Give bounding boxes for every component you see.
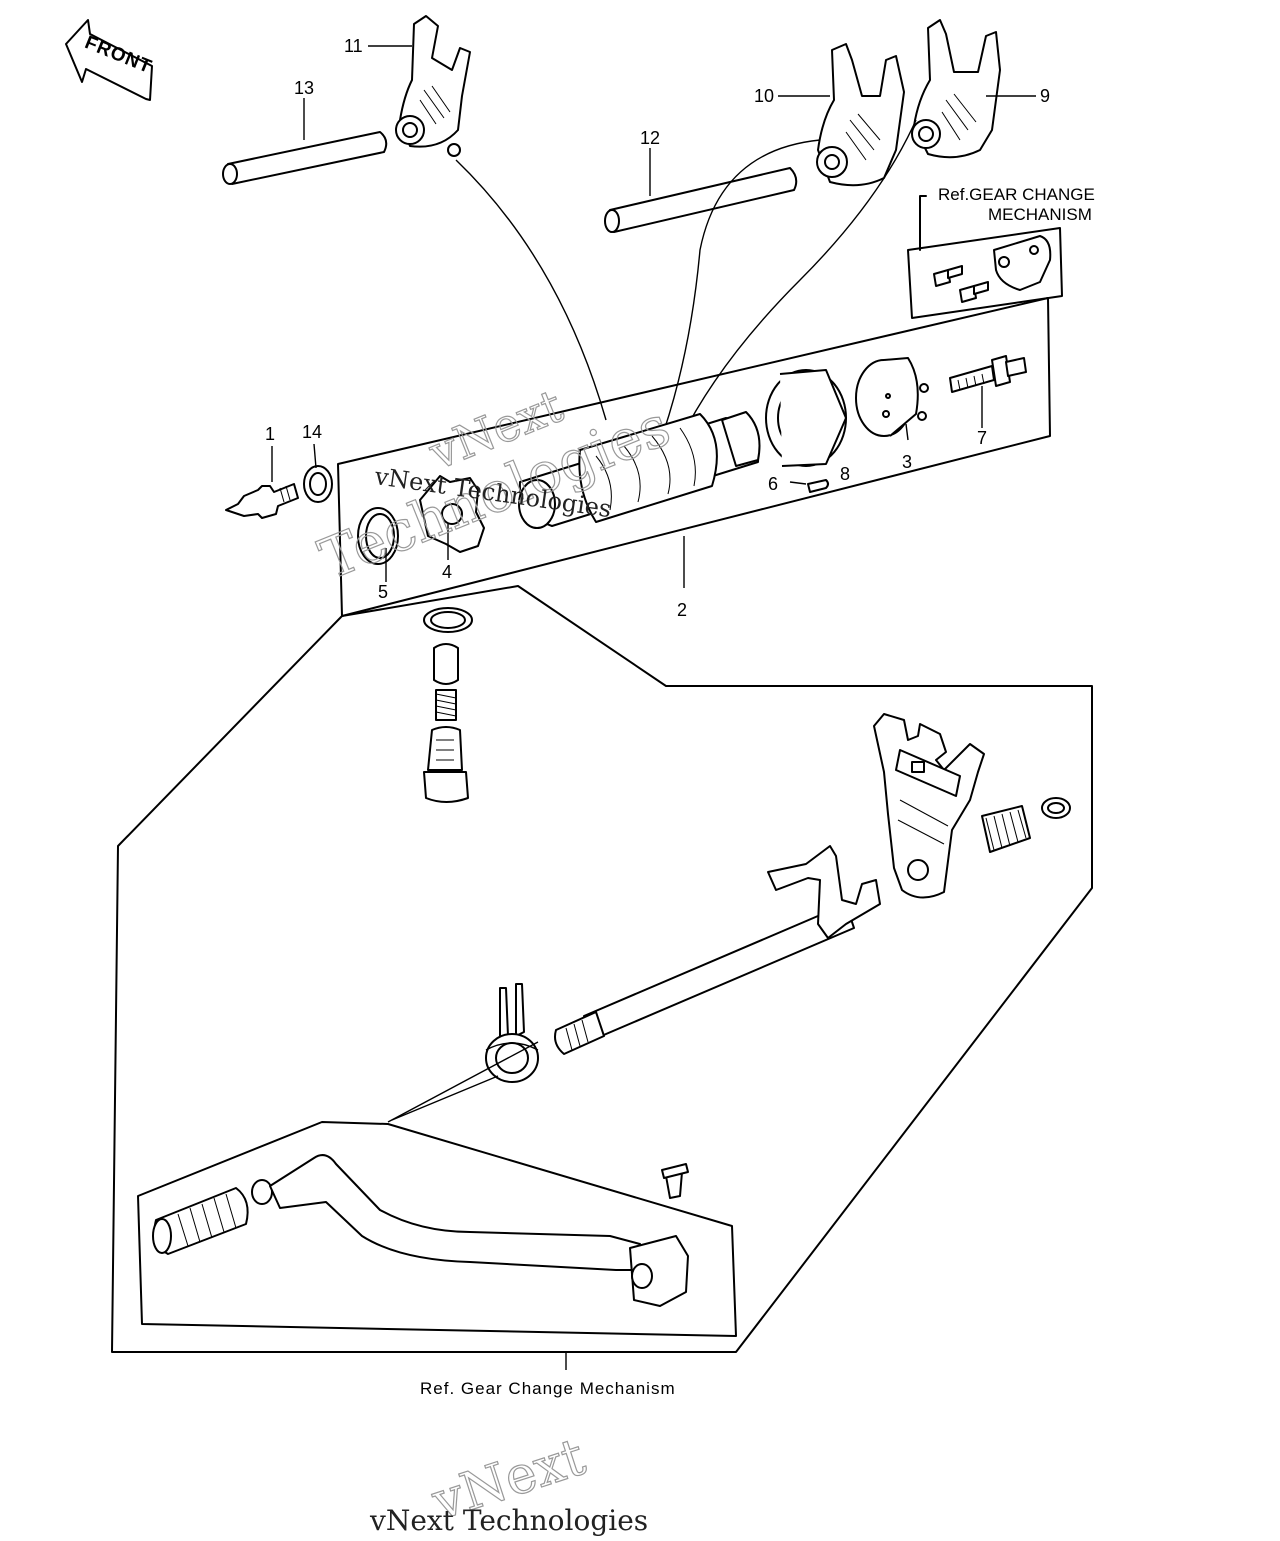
- fork-shaft-12: [604, 167, 798, 233]
- assembly-box-2: [337, 297, 1051, 617]
- callout-6: 6: [768, 474, 778, 494]
- callout-1: 1: [265, 424, 275, 444]
- return-spring: [981, 805, 1031, 853]
- callout-3: 3: [902, 452, 912, 472]
- callout-9: 9: [1040, 86, 1050, 106]
- shift-pedal: [152, 1154, 689, 1307]
- callout-2: 2: [677, 600, 687, 620]
- shift-drum: [518, 411, 761, 529]
- callout-12: 12: [640, 128, 660, 148]
- circlip-5: [357, 507, 399, 565]
- callout-4: 4: [442, 562, 452, 582]
- callout-11: 11: [344, 36, 363, 56]
- callout-8: 8: [840, 464, 850, 484]
- watermark-5: vNext Technologies: [369, 1504, 648, 1536]
- fork-leader-lines: [455, 119, 917, 449]
- gear-change-outline: [111, 585, 1093, 1353]
- detent-plug: [423, 726, 469, 803]
- ref-top-line1: Ref.GEAR CHANGE: [938, 185, 1095, 204]
- circlip-small: [1041, 797, 1071, 819]
- shift-mechanism-plate: [873, 713, 985, 899]
- shift-fork-11: [395, 15, 471, 157]
- pin-6: [807, 479, 829, 493]
- cam-plate-3: [855, 357, 929, 437]
- front-arrow: FRONT: [65, 19, 155, 101]
- detent-washer: [423, 607, 473, 633]
- shift-fork-9: [911, 19, 1001, 159]
- ref-bottom-label: Ref. Gear Change Mechanism: [420, 1379, 676, 1398]
- bearing-8: [765, 369, 847, 467]
- stud-bolt-7: [949, 355, 1027, 393]
- callout-10: 10: [754, 86, 774, 106]
- fork-shaft-13: [222, 131, 388, 185]
- callout-leaders: [271, 45, 1036, 1370]
- washer-14: [303, 465, 333, 503]
- neutral-switch-1: [225, 483, 299, 519]
- callout-14: 14: [302, 422, 322, 442]
- ref-box-top: Ref.GEAR CHANGE MECHANISM: [907, 185, 1095, 319]
- torsion-spring: [485, 983, 539, 1083]
- detent-pin: [433, 643, 459, 685]
- shift-shaft: [554, 845, 881, 1055]
- callout-7: 7: [977, 428, 987, 448]
- star-plate-4: [419, 475, 485, 553]
- watermarks: vNext Technologies vNext Technologies vN…: [310, 378, 679, 1537]
- shift-fork-10: [816, 43, 905, 187]
- callout-5: 5: [378, 582, 388, 602]
- front-label: FRONT: [82, 32, 155, 78]
- callout-13: 13: [294, 78, 314, 98]
- ref-top-line2: MECHANISM: [988, 205, 1092, 224]
- callout-labels: 1 14 5 4 2 6 8 3 7 11 13 12 10 9: [265, 36, 1050, 620]
- pedal-box: [137, 1041, 737, 1337]
- detent-spring: [435, 689, 457, 721]
